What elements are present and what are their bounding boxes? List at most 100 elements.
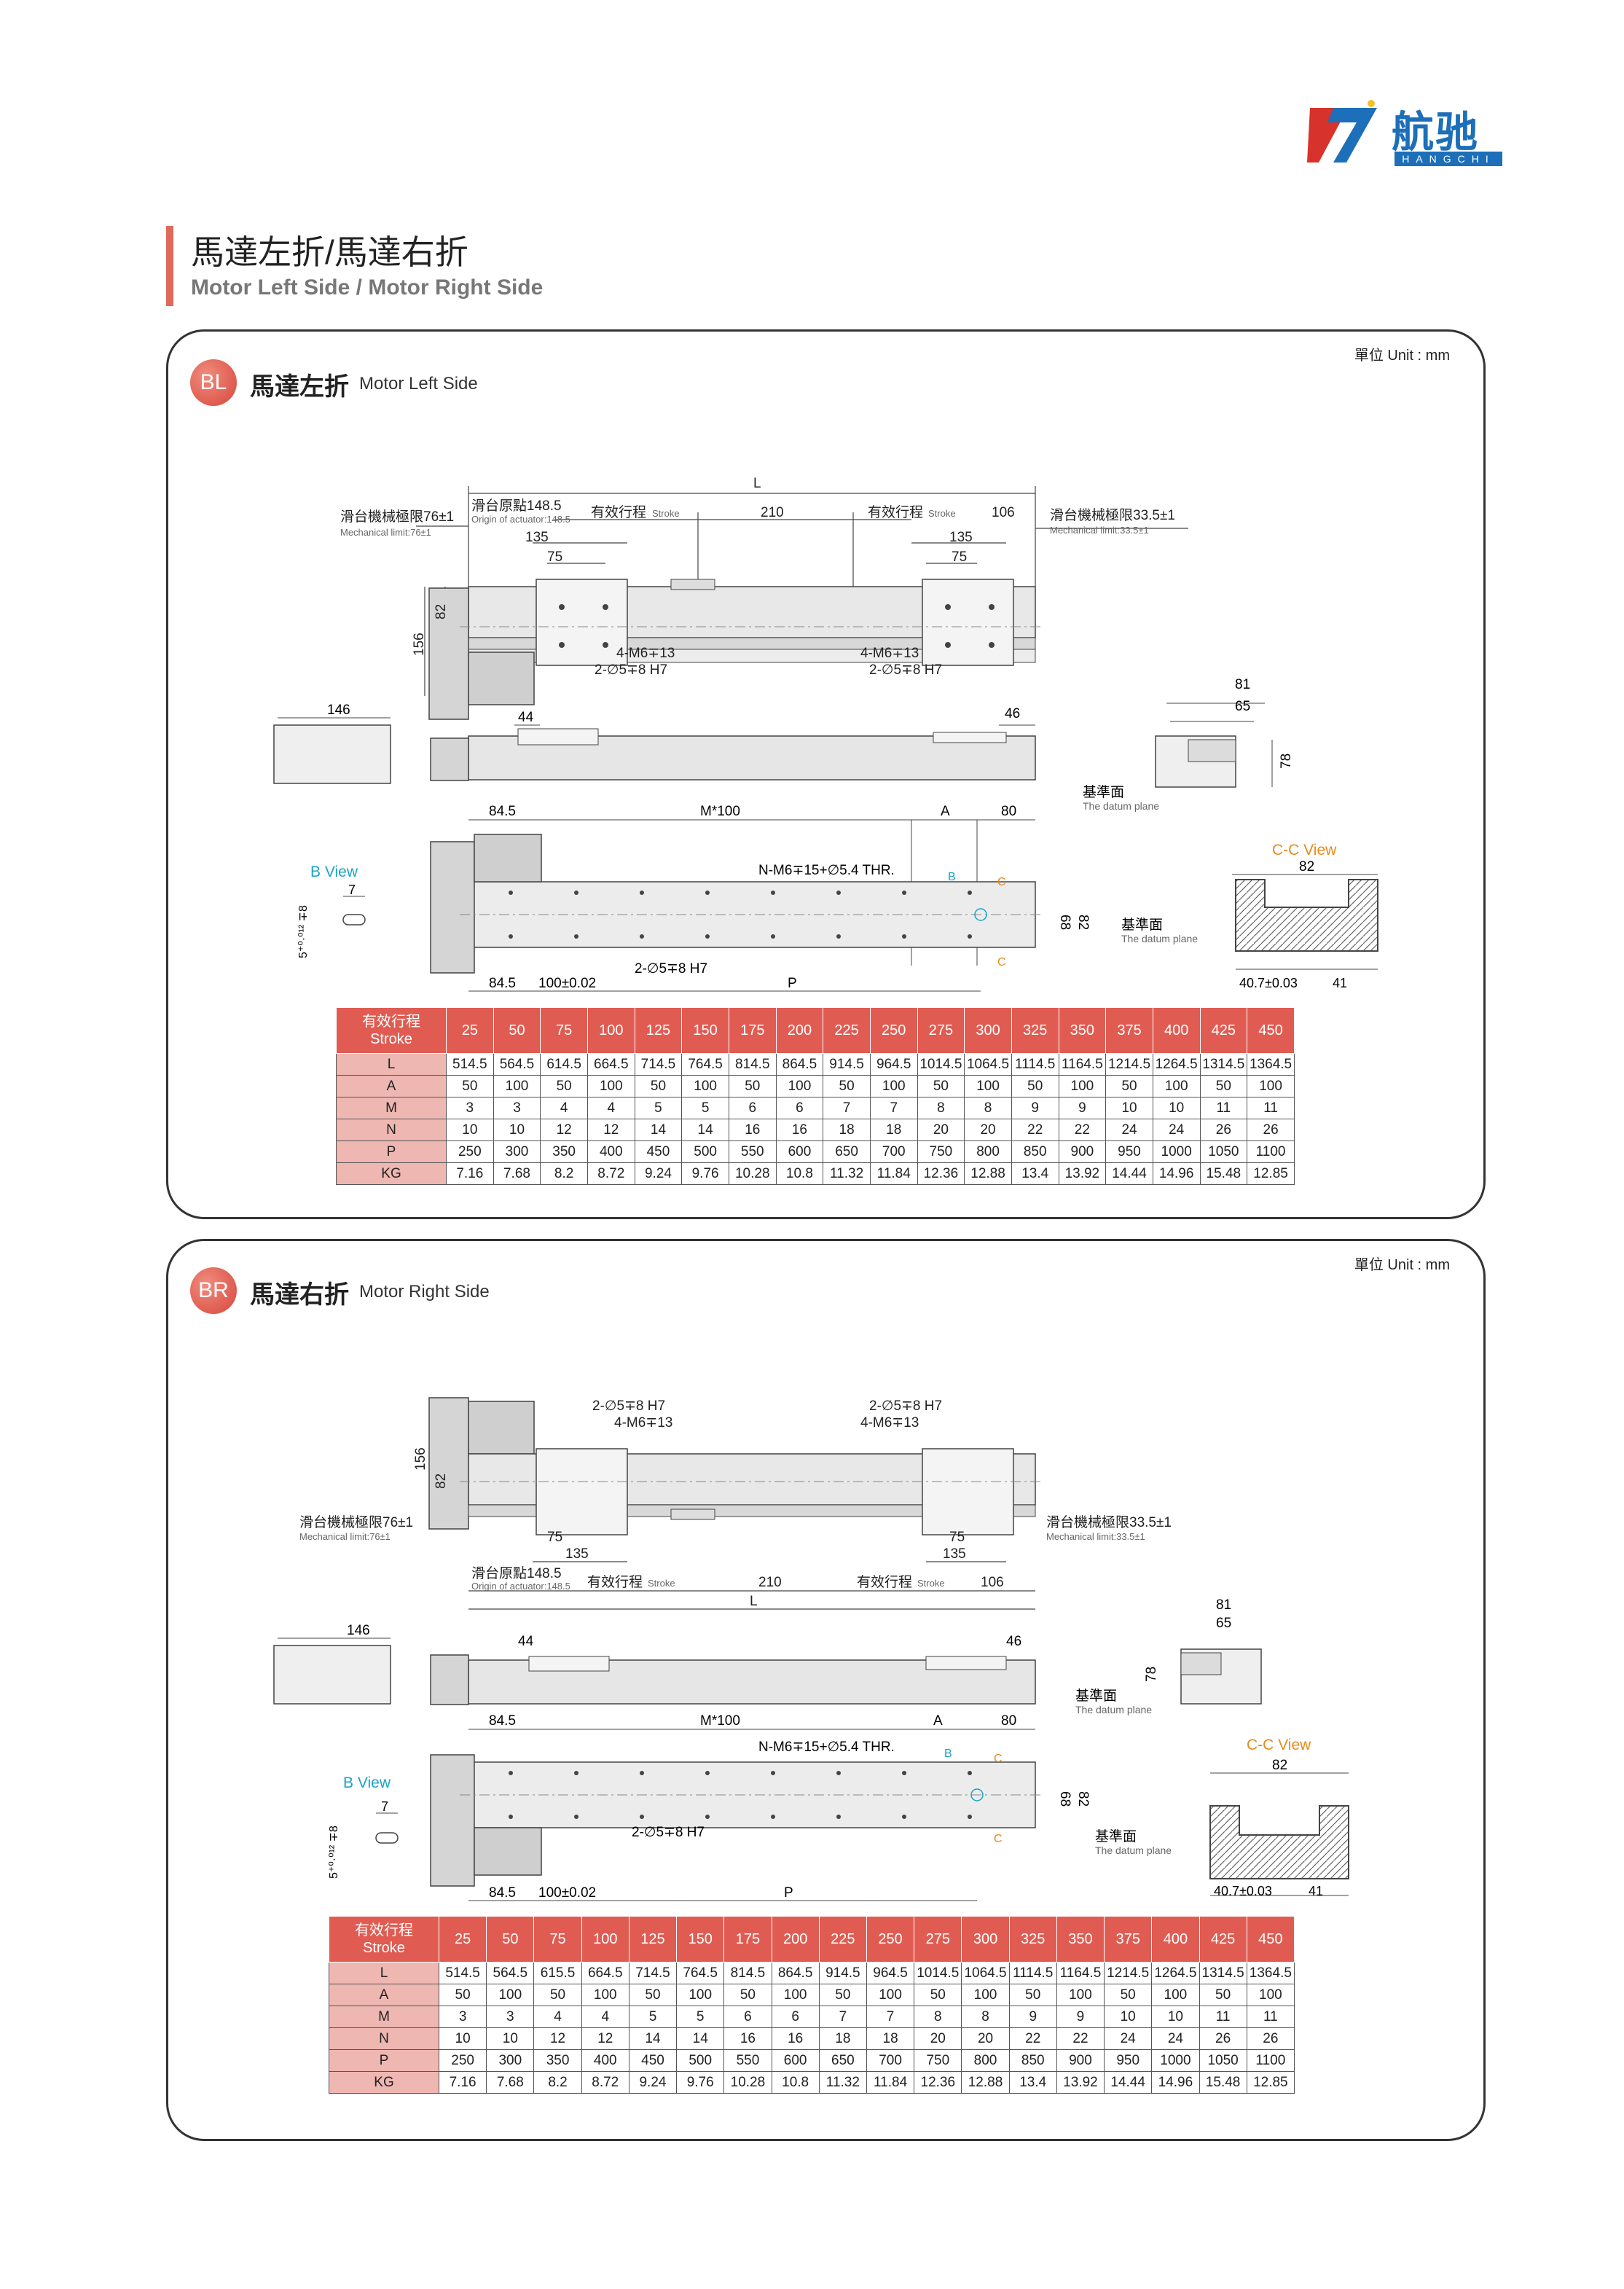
table-cell: 10 [1104, 2006, 1153, 2028]
table-cell: 14 [628, 2027, 678, 2050]
brand-name-cn: 航驰 [1392, 109, 1480, 156]
table-cell: 16 [775, 1119, 824, 1141]
table-cell: 3 [446, 1097, 494, 1119]
stroke-header-cell: 75 [533, 1916, 582, 1963]
pin-hole-label: 2-∅5∓8 H7 [632, 1825, 705, 1840]
row-label: N [329, 2027, 439, 2050]
stroke-header-cell: 400 [1152, 1007, 1201, 1054]
table-cell: 9 [1008, 2006, 1057, 2028]
dim-135: 135 [525, 530, 549, 545]
dim-84-5: 84.5 [489, 1713, 516, 1729]
cc-view-label: C-C View [1247, 1737, 1311, 1753]
table-cell: 22 [1056, 2027, 1105, 2050]
table-cell: 50 [1008, 1984, 1057, 2006]
table-cell: 10.8 [775, 1162, 824, 1185]
dim-68: 68 [1057, 915, 1072, 930]
table-cell: 5 [628, 2006, 678, 2028]
table-cell: 1314.5 [1199, 1053, 1248, 1076]
stroke-header-cell: 325 [1008, 1916, 1057, 1963]
unit-label: 單位 Unit : mm [1354, 348, 1450, 364]
row-label: L [336, 1053, 447, 1076]
table-cell: 9.76 [681, 1162, 729, 1185]
table-cell: 7 [866, 2006, 915, 2028]
table-cell: 514.5 [446, 1053, 494, 1076]
stroke-header-cell: 100 [587, 1007, 635, 1054]
table-cell: 16 [771, 2027, 820, 2050]
table-cell: 500 [676, 2049, 725, 2072]
row-label: P [329, 2049, 439, 2072]
mech-left-cn: 滑台機械極限76±1 [340, 509, 454, 525]
table-cell: 14.96 [1152, 1162, 1201, 1185]
datum-cn: 基準面 [1121, 917, 1163, 933]
table-cell: 950 [1105, 1140, 1153, 1163]
table-cell: 4 [587, 1097, 635, 1119]
table-cell: 10 [446, 1119, 494, 1141]
datum-cn: 基準面 [1095, 1828, 1137, 1844]
table-cell: 1164.5 [1058, 1053, 1107, 1076]
dim-135: 135 [565, 1546, 589, 1562]
table-cell: 16 [728, 1119, 777, 1141]
dim-46: 46 [1005, 706, 1020, 721]
dim-81: 81 [1216, 1597, 1231, 1613]
table-cell: 10.28 [728, 1162, 777, 1185]
table-cell: 1214.5 [1105, 1053, 1153, 1076]
table-cell: 8 [964, 1097, 1012, 1119]
table-cell: 814.5 [728, 1053, 777, 1076]
table-cell: 100 [493, 1075, 541, 1097]
table-cell: 550 [728, 1140, 777, 1163]
table-cell: 814.5 [723, 1962, 772, 1984]
table-cell: 11.32 [818, 2071, 867, 2094]
b-view-label: B View [343, 1775, 391, 1791]
pin-hole-label: 2-∅5∓8 H7 [869, 1398, 942, 1414]
mech-left-en: Mechanical limit:76±1 [299, 1531, 391, 1542]
dim-82: 82 [1272, 1758, 1287, 1773]
table-cell: 12 [533, 2027, 582, 2050]
table-cell: 8.72 [587, 1162, 635, 1185]
dim-A: A [933, 1713, 943, 1729]
table-cell: 100 [771, 1984, 820, 2006]
tolerance-5: 5⁺⁰·⁰¹² ∓8 [328, 1826, 340, 1879]
table-cell: 615.5 [533, 1962, 582, 1984]
table-cell: 250 [438, 2049, 487, 2072]
dim-135: 135 [943, 1546, 966, 1562]
table-cell: 13.4 [1011, 1162, 1059, 1185]
table-cell: 650 [823, 1140, 871, 1163]
table-cell: 50 [1104, 1984, 1153, 2006]
table-cell: 50 [917, 1075, 965, 1097]
stroke-header-cell: 25 [446, 1007, 494, 1054]
table-cell: 10.28 [723, 2071, 772, 2094]
dim-84-5: 84.5 [489, 1885, 516, 1901]
dim-84-5: 84.5 [489, 804, 516, 819]
title-accent-bar [166, 226, 173, 306]
table-cell: 764.5 [681, 1053, 729, 1076]
stroke-header-cell: 50 [493, 1007, 541, 1054]
row-label: N [336, 1119, 447, 1141]
table-cell: 750 [917, 1140, 965, 1163]
stroke-header-cell: 425 [1199, 1007, 1248, 1054]
table-cell: 1114.5 [1008, 1962, 1057, 1984]
dim-146: 146 [327, 703, 350, 718]
table-cell: 450 [628, 2049, 678, 2072]
table-cell: 914.5 [818, 1962, 867, 1984]
table-cell: 600 [771, 2049, 820, 2072]
table-cell: 10 [486, 2027, 535, 2050]
table-cell: 12.85 [1246, 2071, 1295, 2094]
table-cell: 6 [728, 1097, 777, 1119]
table-cell: 4 [533, 2006, 582, 2028]
table-cell: 9.24 [628, 2071, 678, 2094]
stroke-header-cell: 200 [775, 1007, 824, 1054]
technical-drawing-bl: L 滑台原點148.5 Origin of actuator:148.5 有效行… [273, 476, 1378, 992]
dim-40-7: 40.7±0.03 [1239, 976, 1298, 990]
table-cell: 11 [1246, 2006, 1295, 2028]
stroke-cn: 有效行程 [857, 1574, 912, 1590]
table-cell: 11.84 [866, 2071, 915, 2094]
table-cell: 564.5 [486, 1962, 535, 1984]
section-title-cn: 馬達左折 [250, 373, 349, 401]
table-cell: 100 [869, 1075, 918, 1097]
